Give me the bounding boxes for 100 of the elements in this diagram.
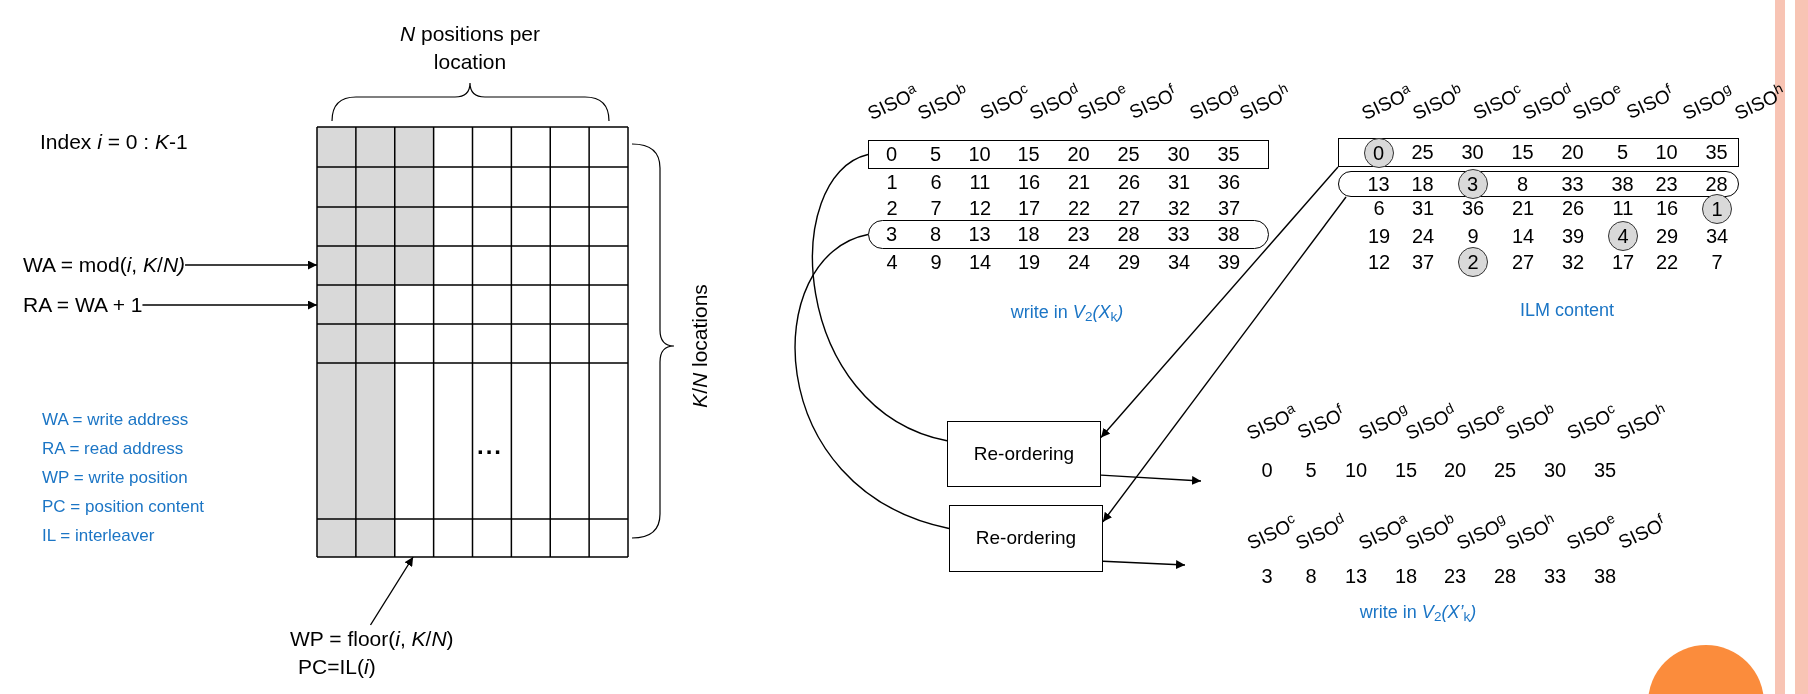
table-value: 18 (1017, 224, 1040, 244)
arrow (141, 300, 318, 310)
table-value: 8 (929, 224, 942, 244)
table-value: 22 (1067, 198, 1091, 218)
table-value: 22 (1655, 252, 1679, 272)
table-value: 39 (1561, 226, 1585, 246)
table-value: 28 (1117, 224, 1140, 244)
table-value: 23 (1655, 173, 1678, 194)
formula-text: WA = mod(i, K/N) (23, 250, 186, 280)
table-value: 23 (1443, 566, 1467, 586)
row-outline-box (868, 140, 1269, 169)
table-value: 32 (1167, 198, 1191, 218)
abbreviation-note: WA = write address (42, 409, 189, 432)
abbreviation-note: IL = interleaver (42, 525, 155, 548)
table-caption: ILM content (1519, 298, 1615, 322)
table-value: 27 (1511, 252, 1535, 272)
table-value: 34 (1167, 252, 1191, 272)
table-value: 10 (968, 144, 991, 164)
table-value: 5 (1616, 142, 1629, 162)
table-value: 16 (1655, 198, 1679, 218)
table-value: 21 (1511, 198, 1535, 218)
table-value: 9 (1467, 226, 1479, 246)
arrow (1102, 196, 1347, 523)
process-box: Re-ordering (947, 421, 1101, 487)
table-value: 34 (1705, 226, 1729, 246)
connector-line (794, 233, 950, 530)
table-value: 12 (968, 198, 992, 218)
table-value: 18 (1411, 173, 1434, 194)
table-value: 21 (1067, 172, 1091, 192)
table-value: 35 (1705, 142, 1728, 162)
table-value: 39 (1217, 252, 1241, 272)
abbreviation-note: PC = position content (42, 496, 205, 519)
arrow (369, 556, 414, 626)
table-value: 15 (1511, 142, 1534, 162)
table-caption: write in V$_{2}$(X’$_{k}$) (1359, 600, 1477, 626)
table-value: 38 (1593, 566, 1617, 586)
table-value: 28 (1493, 566, 1517, 586)
table-value: 38 (1611, 173, 1634, 194)
table-value: 14 (1511, 226, 1535, 246)
table-value: 13 (1367, 173, 1390, 194)
table-value: 13 (1344, 566, 1368, 586)
table-value: 33 (1167, 224, 1190, 244)
formula-text: PC=IL(i) (298, 654, 377, 680)
process-box: Re-ordering (949, 505, 1103, 572)
table-value: 17 (1611, 252, 1635, 272)
table-value: 1 (886, 172, 898, 192)
arrow (1102, 560, 1186, 570)
table-value: 11 (1612, 198, 1634, 218)
table-value: 2 (886, 198, 898, 218)
row-outline-box (1338, 138, 1739, 167)
abbreviation-note: WP = write position (42, 467, 188, 490)
table-value: 4 (886, 252, 898, 272)
table-value: 26 (1117, 172, 1141, 192)
table-value: 37 (1411, 252, 1435, 272)
arrow (184, 260, 318, 270)
table-value: 19 (1367, 226, 1391, 246)
index-range-text: Index i = 0 : K-1 (40, 129, 188, 156)
table-value: 23 (1067, 224, 1090, 244)
table-value: 3 (885, 224, 898, 244)
table-value: 24 (1411, 226, 1435, 246)
table-value: 18 (1394, 566, 1418, 586)
table-value: 6 (930, 172, 942, 192)
table-value: 13 (968, 224, 991, 244)
table-value: 3 (1261, 566, 1273, 586)
table-value: 36 (1217, 172, 1241, 192)
table-value: 19 (1017, 252, 1041, 272)
ellipsis: ... (477, 431, 503, 461)
brace-label: N positions per location (398, 21, 542, 75)
table-value: 14 (968, 252, 992, 272)
formula-text: RA = WA + 1 (23, 290, 143, 320)
table-value: 0 (1261, 460, 1273, 480)
table-value: 31 (1411, 198, 1435, 218)
arrow (1100, 166, 1339, 439)
table-value: 8 (1516, 173, 1529, 194)
memory-grid (317, 127, 628, 557)
table-value: 32 (1561, 252, 1585, 272)
table-value: 25 (1411, 142, 1434, 162)
table-value: 6 (1373, 198, 1385, 218)
table-value: 30 (1543, 460, 1567, 480)
table-value: 35 (1593, 460, 1617, 480)
table-value: 29 (1117, 252, 1141, 272)
table-value: 17 (1017, 198, 1041, 218)
table-value: 26 (1561, 198, 1585, 218)
table-value: 30 (1461, 142, 1484, 162)
table-value: 25 (1117, 144, 1140, 164)
table-value: 20 (1561, 142, 1584, 162)
table-value: 29 (1655, 226, 1679, 246)
table-value: 27 (1117, 198, 1141, 218)
connector-line (811, 153, 948, 442)
brace-label: K/N locations (687, 284, 713, 408)
table-value: 16 (1017, 172, 1041, 192)
table-value: 35 (1217, 144, 1240, 164)
table-value: 30 (1167, 144, 1190, 164)
table-value: 31 (1167, 172, 1191, 192)
table-value: 38 (1217, 224, 1240, 244)
table-caption: write in V$_{2}$(X$_{k}$) (1010, 300, 1124, 326)
table-value: 9 (930, 252, 942, 272)
table-value: 10 (1344, 460, 1368, 480)
table-value: 8 (1305, 566, 1317, 586)
table-value: 20 (1067, 144, 1090, 164)
